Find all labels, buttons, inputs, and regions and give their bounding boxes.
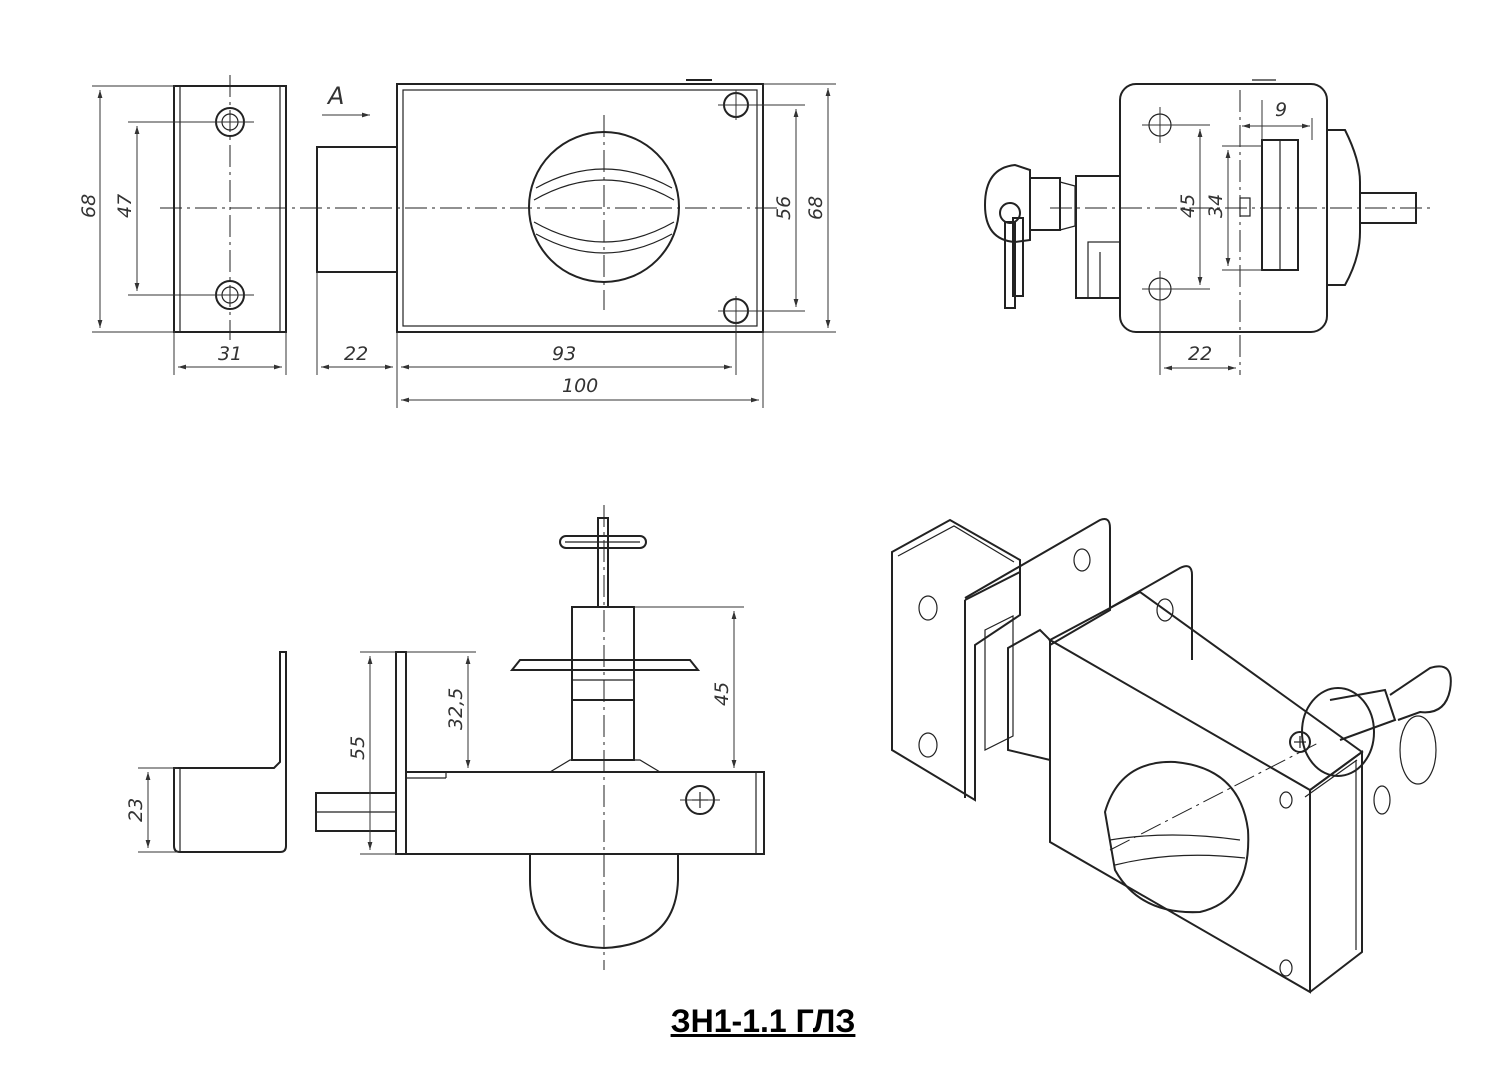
dim-side-45: 45 <box>1177 194 1199 218</box>
dim-total-width: 100 <box>562 375 598 397</box>
lock-body-front <box>396 79 764 333</box>
mount-plate-iso <box>964 518 1193 660</box>
dim-bolt-length: 22 <box>344 343 368 365</box>
bolt-front <box>316 146 398 273</box>
dim-strike-23: 23 <box>125 798 147 822</box>
dim-hole-spacing-right: 56 <box>773 196 795 220</box>
key-side <box>983 163 1076 309</box>
lock-body-iso <box>1047 590 1364 994</box>
dim-height-right: 68 <box>805 196 827 220</box>
dim-hole-spacing: 47 <box>114 194 136 218</box>
side-view: 45 34 9 22 <box>983 79 1430 375</box>
dim-cylinder-45: 45 <box>711 682 733 706</box>
dim-hole-distance: 93 <box>552 343 576 365</box>
strike-plate-iso <box>891 518 1021 802</box>
view-label: A <box>326 82 344 110</box>
drawing-title: ЗН1-1.1 ГЛЗ <box>670 1003 856 1039</box>
dim-side-22: 22 <box>1188 343 1212 365</box>
strike-plate-front <box>173 75 287 340</box>
dim-side-9: 9 <box>1275 99 1287 121</box>
lock-body-top <box>395 517 765 950</box>
dim-strike-width: 31 <box>218 343 242 365</box>
key-iso <box>1301 665 1452 815</box>
dim-side-34: 34 <box>1205 194 1227 218</box>
dim-height-left: 68 <box>78 194 100 218</box>
isometric-view <box>891 518 1452 994</box>
lock-body-side <box>1119 79 1417 375</box>
top-view: 23 55 32,5 45 <box>125 505 765 970</box>
strike-plate-top <box>173 651 287 853</box>
dim-body-55: 55 <box>347 736 369 760</box>
dim-knob-325: 32,5 <box>445 688 467 730</box>
front-view: A 68 47 <box>78 75 836 408</box>
